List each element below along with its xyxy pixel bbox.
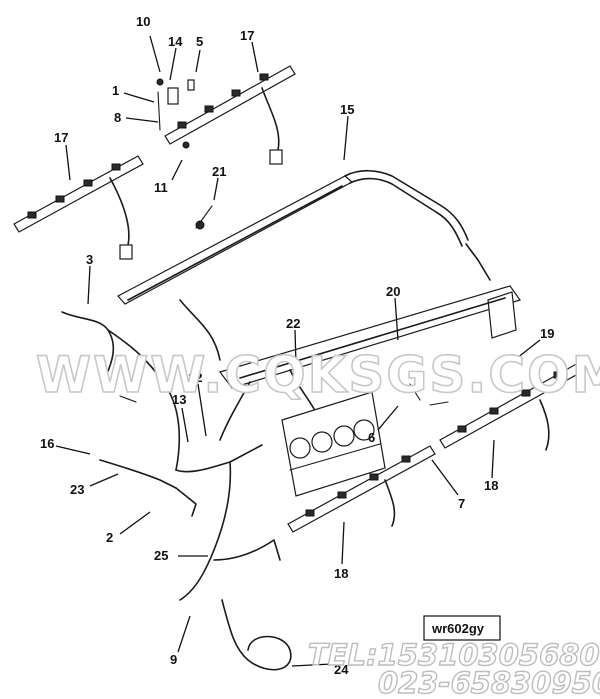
callout-label: 9: [170, 652, 177, 667]
callout-label: 5: [196, 34, 203, 49]
callout-label: 3: [86, 252, 93, 267]
callout-label: 2: [106, 530, 113, 545]
callout-label: 16: [40, 436, 54, 451]
callout-label: 18: [484, 478, 498, 493]
fuel-module-block: [281, 391, 386, 497]
injector-harness-upper-left: [13, 155, 144, 260]
callout-label: 22: [286, 316, 300, 331]
callout-label: 8: [114, 110, 121, 125]
callout-label: 12: [188, 370, 202, 385]
callout-labels: 10 14 5 17 1 8 11 17 15 21 3 20 22 19 12…: [40, 14, 554, 677]
callout-label: 17: [54, 130, 68, 145]
callout-label: 25: [154, 548, 168, 563]
callout-label: 24: [334, 662, 349, 677]
drawing-code-box: wr602gy: [423, 615, 501, 641]
injector-harness-lower: [287, 445, 436, 533]
callout-label: 17: [240, 28, 254, 43]
injector-harness-right: [439, 361, 586, 451]
watermark-tel: TEL:15310305680: [308, 638, 600, 672]
callout-label: 18: [334, 566, 348, 581]
callout-label: 6: [368, 430, 375, 445]
callout-label: 13: [172, 392, 186, 407]
drawing-code: wr602gy: [431, 621, 485, 636]
leader-arrows: [55, 35, 541, 667]
watermark: WWW.CQKSGS.COM TEL:15310305680 023-65830…: [35, 345, 600, 699]
watermark-url: WWW.CQKSGS.COM: [36, 346, 600, 404]
watermark-phone: 023-65830950: [378, 666, 600, 699]
callout-label: 1: [112, 83, 119, 98]
main-harness-rail: [117, 169, 521, 441]
callout-label: 7: [458, 496, 465, 511]
small-parts-cluster: [156, 78, 195, 149]
callout-label: 21: [212, 164, 226, 179]
callout-label: 15: [340, 102, 354, 117]
callout-label: 19: [540, 326, 554, 341]
callout-label: 10: [136, 14, 150, 29]
callout-label: 11: [154, 180, 168, 195]
loose-harness-left: [61, 205, 449, 671]
callout-label: 20: [386, 284, 400, 299]
injector-harness-upper-right: [164, 65, 296, 165]
callout-label: 23: [70, 482, 84, 497]
callout-label: 14: [168, 34, 183, 49]
